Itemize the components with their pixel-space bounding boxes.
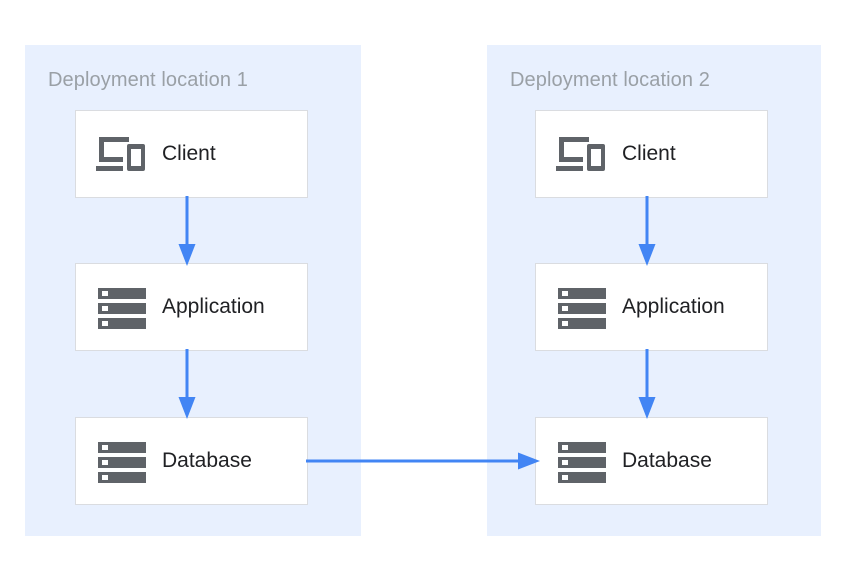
node-application-1[interactable]: Application [75,263,308,351]
deployment-zone-2-label: Deployment location 2 [510,69,710,91]
node-application-1-label: Application [162,295,265,318]
arrow-client-2-to-application-2 [638,196,656,266]
arrow-client-1-to-application-1 [178,196,196,266]
arrow-database-1-to-database-2 [306,452,540,470]
server-icon [98,288,146,329]
node-application-2-label: Application [622,295,725,318]
node-database-1-label: Database [162,449,252,472]
node-database-2-label: Database [622,449,712,472]
node-client-2[interactable]: Client [535,110,768,198]
server-icon [98,442,146,483]
devices-icon [96,137,145,171]
node-client-1[interactable]: Client [75,110,308,198]
deployment-zone-1-label: Deployment location 1 [48,69,248,91]
node-client-1-label: Client [162,142,216,165]
devices-icon [556,137,605,171]
node-database-1[interactable]: Database [75,417,308,505]
node-application-2[interactable]: Application [535,263,768,351]
node-client-2-label: Client [622,142,676,165]
arrow-application-1-to-database-1 [178,349,196,419]
server-icon [558,442,606,483]
server-icon [558,288,606,329]
node-database-2[interactable]: Database [535,417,768,505]
arrow-application-2-to-database-2 [638,349,656,419]
